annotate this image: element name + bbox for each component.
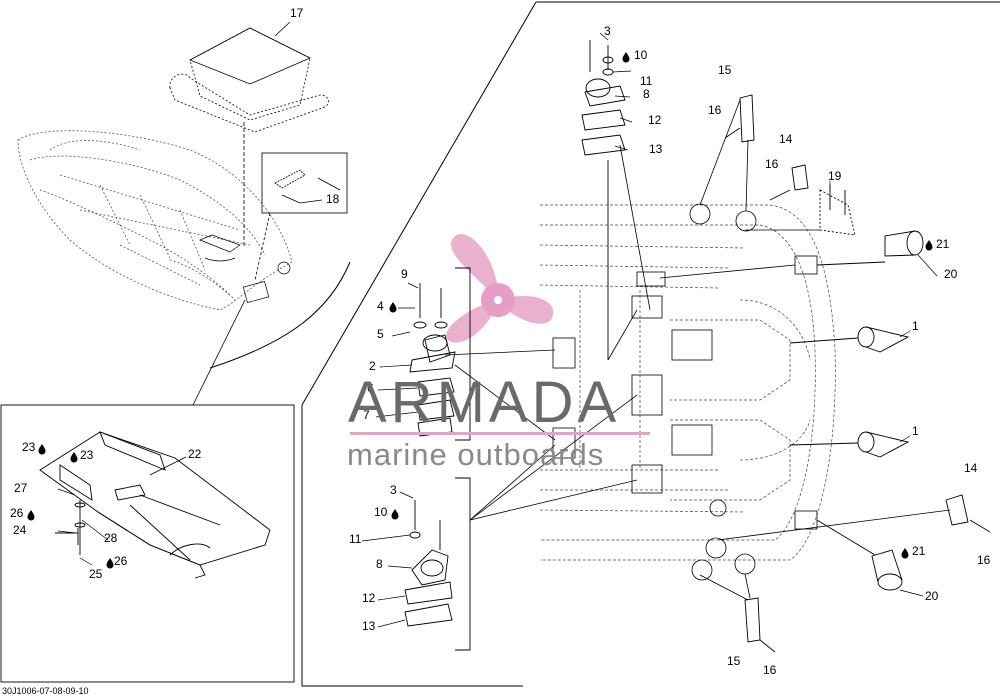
callout-10-bottom: 10 [374, 505, 388, 519]
watermark-underline [350, 432, 650, 435]
callout-15-top: 15 [718, 63, 732, 77]
callout-1-b: 1 [912, 424, 919, 438]
leader-lines [444, 99, 951, 601]
callout-12-bottom: 12 [362, 591, 376, 605]
callout-13-top: 13 [649, 142, 663, 156]
callout-6: 6 [367, 381, 374, 395]
hull-fittings [552, 203, 818, 581]
boat-hull-overview [17, 130, 293, 311]
callout-8-bottom: 8 [376, 557, 383, 571]
drawing-reference: 30J1006-07-08-09-10 [2, 686, 89, 696]
callout-2: 2 [369, 359, 376, 373]
cleat-brackets [724, 94, 991, 653]
intake-grate-1 [789, 326, 910, 353]
callout-21-bottom: 21 [912, 544, 926, 558]
callout-11-top: 11 [640, 74, 653, 88]
step-bracket-box [0, 404, 295, 683]
callout-25: 25 [89, 567, 103, 581]
callout-23-b: 23 [80, 448, 94, 462]
callout-21-top: 21 [936, 237, 950, 251]
callout-28: 28 [104, 531, 118, 545]
watermark-subtitle: marine outboards [347, 437, 605, 472]
callout-16-d: 16 [763, 663, 777, 677]
callout-26-a: 26 [10, 506, 24, 520]
bumper-assembly-lower [404, 477, 471, 651]
callout-9: 9 [401, 267, 408, 281]
callout-14-bottom: 14 [964, 461, 978, 475]
callout-16-a: 16 [708, 103, 722, 117]
callout-27: 27 [14, 481, 28, 495]
boat-hull-details [199, 234, 291, 304]
storage-bin [169, 21, 329, 248]
drain-plug-lower [816, 519, 903, 591]
bumper-assembly-top [581, 40, 626, 360]
callout-8-top: 8 [643, 87, 650, 101]
callout-23-a: 23 [22, 440, 36, 454]
callout-12-top: 12 [648, 113, 662, 127]
callout-4: 4 [377, 299, 384, 313]
frame-lines [209, 1, 1000, 687]
callout-20-bottom: 20 [925, 589, 939, 603]
callout-24: 24 [13, 523, 27, 537]
callout-20-top: 20 [944, 267, 958, 281]
callout-14-top: 14 [779, 132, 793, 146]
callout-18: 18 [326, 192, 340, 206]
callout-11-bottom: 11 [349, 532, 362, 546]
drain-plug-upper [816, 230, 924, 266]
callout-5: 5 [377, 327, 384, 341]
callout-16-c: 16 [977, 553, 991, 567]
detail-box-18 [254, 152, 348, 281]
watermark-title: ARMADA [348, 370, 621, 435]
callout-15-bottom: 15 [727, 654, 741, 668]
callout-leaders [57, 32, 938, 628]
callout-3-bottom: 3 [390, 483, 397, 497]
callout-26-b: 26 [114, 554, 128, 568]
callout-3-top: 3 [604, 24, 611, 38]
callout-10-top: 10 [634, 48, 648, 62]
watermark-logo [446, 234, 554, 343]
callout-1-a: 1 [912, 319, 919, 333]
callout-13-bottom: 13 [362, 619, 376, 633]
intake-grate-2 [789, 431, 910, 458]
callout-17: 17 [290, 6, 304, 20]
callout-19: 19 [828, 169, 842, 183]
callout-16-b: 16 [765, 157, 779, 171]
callout-7: 7 [363, 408, 370, 422]
callout-22: 22 [188, 447, 202, 461]
